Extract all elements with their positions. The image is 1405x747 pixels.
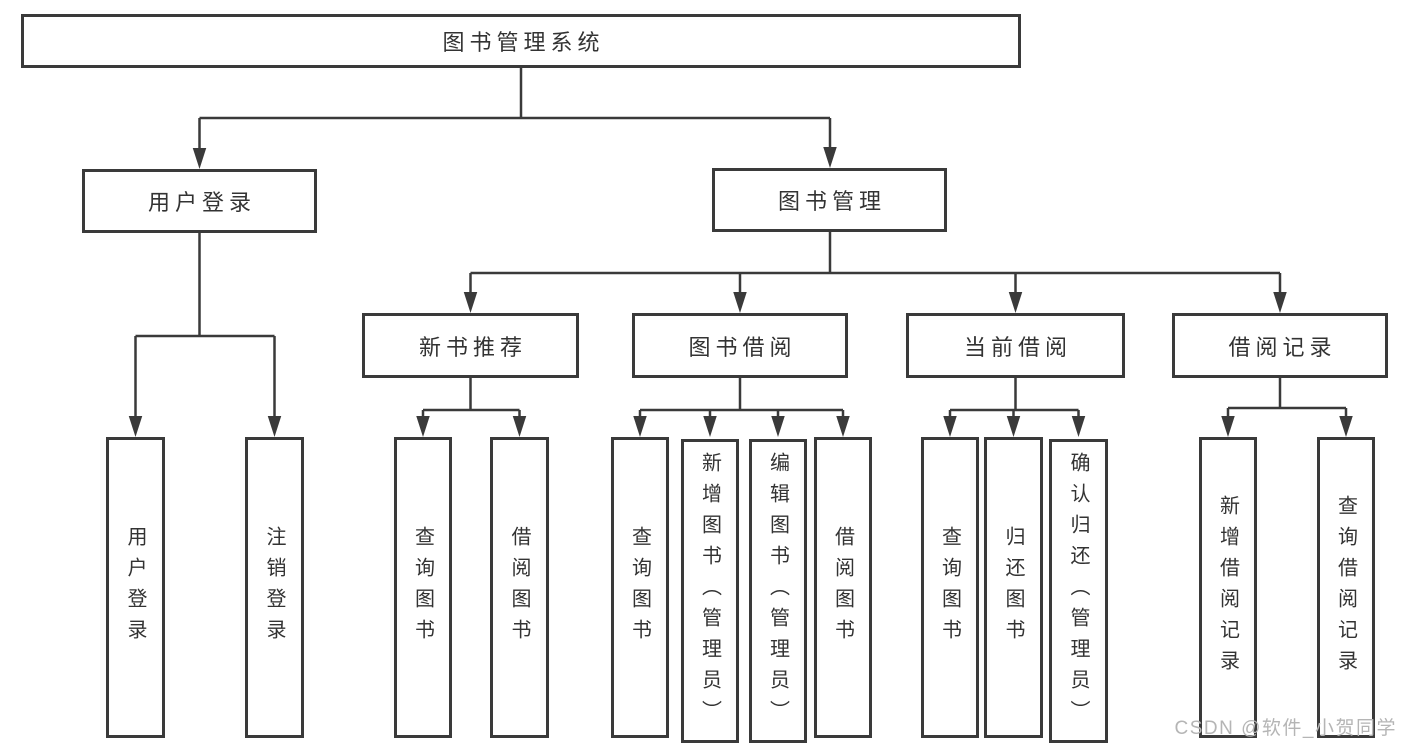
leaf-borrow-query-books-label: 查询图书 — [628, 525, 651, 650]
leaf-borrow-add-books-admin-label: 新增图书（管理员） — [698, 451, 721, 731]
node-user-login-label: 用户登录 — [147, 190, 256, 215]
node-new-book-recommend-label: 新书推荐 — [418, 334, 527, 360]
leaf-user-login-label: 用户登录 — [124, 525, 146, 650]
leaf-records-add-record: 新增借阅记录 — [1199, 437, 1257, 738]
node-current-borrowing: 当前借阅 — [906, 313, 1125, 378]
node-new-book-recommend: 新书推荐 — [362, 313, 579, 378]
leaf-current-query-books: 查询图书 — [921, 437, 979, 738]
leaf-logout-label: 注销登录 — [263, 525, 285, 650]
node-book-borrowing-label: 图书借阅 — [688, 334, 797, 360]
node-book-management: 图书管理 — [712, 168, 947, 232]
leaf-logout: 注销登录 — [245, 437, 304, 738]
node-root: 图书管理系统 — [21, 14, 1021, 68]
node-book-borrowing: 图书借阅 — [632, 313, 848, 378]
leaf-borrow-edit-books-admin-label: 编辑图书（管理员） — [766, 451, 789, 731]
leaf-borrow-query-books: 查询图书 — [611, 437, 669, 738]
leaf-current-confirm-return-admin-label: 确认归还（管理员） — [1067, 451, 1089, 731]
node-borrowing-records-label: 借阅记录 — [1228, 334, 1337, 360]
leaf-current-return-books-label: 归还图书 — [1002, 525, 1024, 650]
leaf-records-query-record-label: 查询借阅记录 — [1334, 494, 1357, 681]
leaf-newbook-borrow-books: 借阅图书 — [490, 437, 549, 738]
leaf-newbook-query-books: 查询图书 — [394, 437, 452, 738]
leaf-borrow-add-books-admin: 新增图书（管理员） — [681, 439, 739, 743]
leaf-user-login: 用户登录 — [106, 437, 165, 738]
leaf-newbook-borrow-books-label: 借阅图书 — [508, 525, 530, 650]
leaf-current-return-books: 归还图书 — [984, 437, 1043, 738]
leaf-records-query-record: 查询借阅记录 — [1317, 437, 1375, 738]
leaf-borrow-borrow-books-label: 借阅图书 — [831, 525, 854, 650]
node-book-management-label: 图书管理 — [777, 189, 886, 214]
csdn-watermark: CSDN @软件_小贺同学 — [1174, 718, 1397, 739]
node-current-borrowing-label: 当前借阅 — [963, 334, 1072, 360]
leaf-current-query-books-label: 查询图书 — [938, 525, 961, 650]
leaf-records-add-record-label: 新增借阅记录 — [1216, 494, 1239, 681]
leaf-current-confirm-return-admin: 确认归还（管理员） — [1049, 439, 1108, 743]
leaf-newbook-query-books-label: 查询图书 — [411, 525, 434, 650]
node-borrowing-records: 借阅记录 — [1172, 313, 1388, 378]
node-user-login: 用户登录 — [82, 169, 317, 233]
leaf-borrow-edit-books-admin: 编辑图书（管理员） — [749, 439, 807, 743]
leaf-borrow-borrow-books: 借阅图书 — [814, 437, 872, 738]
arrow-heads — [128, 147, 1353, 437]
tree-edges — [134, 68, 1348, 420]
node-root-label: 图书管理系统 — [442, 30, 605, 55]
